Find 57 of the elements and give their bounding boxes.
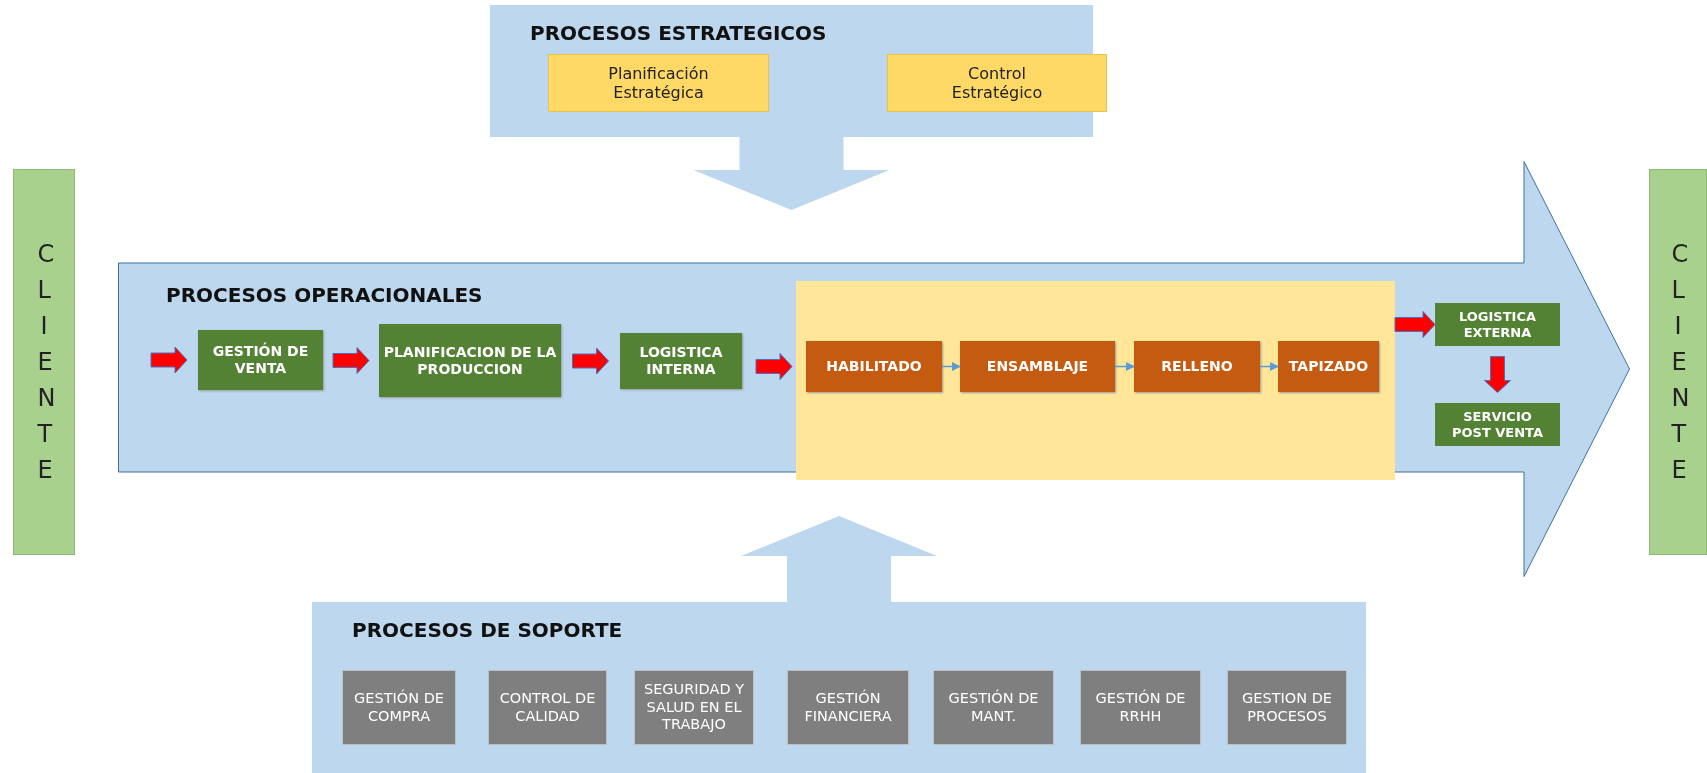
process-label: GESTIÓN DE MANT. <box>947 690 1040 725</box>
process-label: RELLENO <box>1161 358 1233 375</box>
process-box <box>342 670 456 745</box>
process-box <box>198 330 323 390</box>
block-arrow <box>693 137 890 210</box>
process-label: CONTROL DE CALIDAD <box>498 690 597 725</box>
process-box <box>620 333 742 389</box>
process-label: TAPIZADO <box>1288 358 1369 375</box>
process-group-panel <box>312 602 1366 773</box>
process-box <box>933 670 1054 745</box>
process-box <box>1134 341 1260 392</box>
group-heading: PROCESOS ESTRATEGICOS <box>530 21 827 45</box>
client-bar <box>1649 169 1707 555</box>
process-label: Control Estratégico <box>950 63 1044 103</box>
arrow <box>755 353 793 380</box>
arrow <box>941 362 961 371</box>
process-label: GESTIÓN DE RRHH <box>1094 690 1187 725</box>
process-label: HABILITADO <box>826 358 922 375</box>
process-label: SERVICIO POST VENTA <box>1450 408 1545 441</box>
client-bar <box>13 169 75 555</box>
arrow <box>1484 356 1511 393</box>
process-label: GESTIÓN DE VENTA <box>211 343 310 377</box>
arrow <box>1114 362 1135 371</box>
process-box <box>1435 303 1560 346</box>
subprocess-area <box>796 281 1395 480</box>
process-label: LOGISTICA EXTERNA <box>1457 308 1538 341</box>
vertical-label: CLIENTE <box>1671 239 1685 486</box>
process-box <box>548 54 769 112</box>
process-box <box>1227 670 1347 745</box>
process-box <box>887 54 1107 112</box>
arrow <box>332 347 370 374</box>
process-label: Planificación Estratégica <box>607 63 710 103</box>
process-box <box>634 670 754 745</box>
process-label: GESTIÓN DE COMPRA <box>353 690 445 725</box>
group-heading: PROCESOS OPERACIONALES <box>166 283 483 307</box>
process-label: PLANIFICACION DE LA PRODUCCION <box>383 343 557 378</box>
process-box <box>787 670 909 745</box>
process-box <box>488 670 607 745</box>
arrow <box>1394 311 1436 338</box>
arrow <box>150 346 188 374</box>
block-arrow <box>741 516 937 602</box>
process-box <box>379 324 561 397</box>
process-label: SEGURIDAD Y SALUD EN EL TRABAJO <box>643 681 745 734</box>
process-box <box>806 341 942 392</box>
process-label: LOGISTICA INTERNA <box>638 344 724 378</box>
process-label: GESTIÓN FINANCIERA <box>803 690 893 725</box>
process-box <box>1435 403 1560 446</box>
process-box <box>1278 341 1379 392</box>
process-arrow-shape <box>118 161 1630 577</box>
arrow <box>1259 362 1279 371</box>
group-heading: PROCESOS DE SOPORTE <box>352 618 623 642</box>
process-label: ENSAMBLAJE <box>986 358 1089 375</box>
process-box <box>1080 670 1201 745</box>
process-box <box>960 341 1115 392</box>
process-label: GESTION DE PROCESOS <box>1241 690 1333 725</box>
vertical-label: CLIENTE <box>37 239 51 486</box>
arrow <box>572 347 609 375</box>
